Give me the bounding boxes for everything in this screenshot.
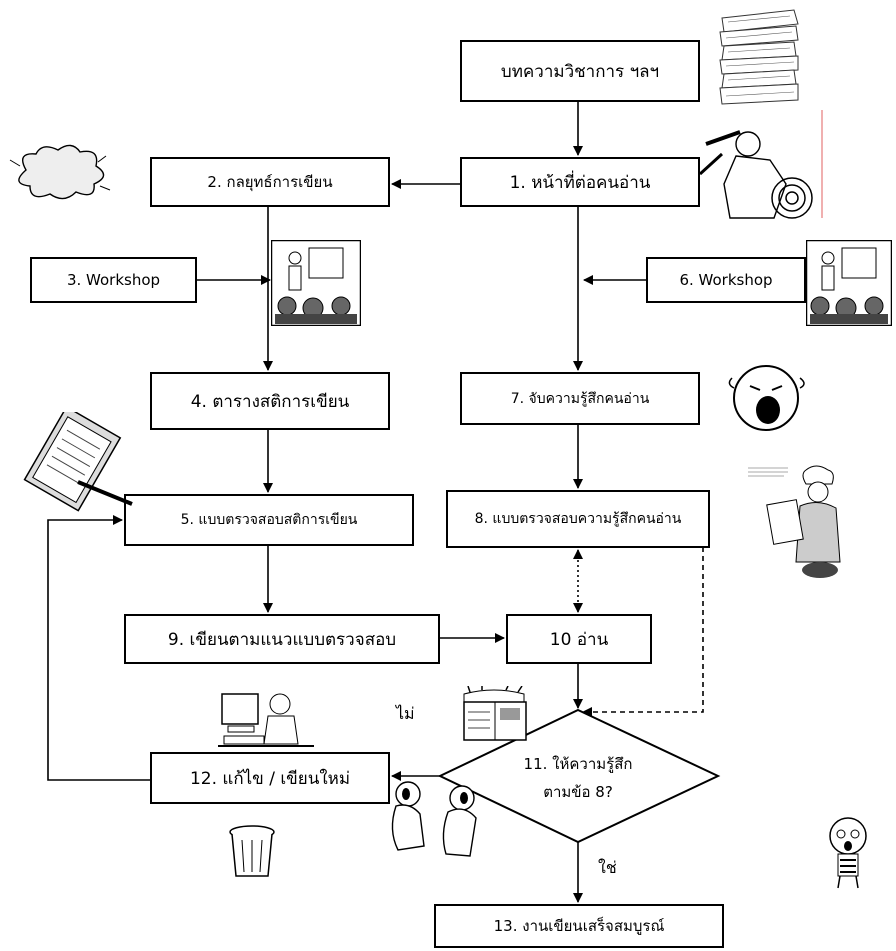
decision-label-line1: 11. ให้ความรู้สึก (523, 755, 633, 773)
step-12-node: 12. แก้ไข / เขียนใหม่ (150, 752, 390, 804)
chef-clipboard-icon (748, 465, 841, 578)
fighting-figures-icon (391, 781, 477, 857)
step-3-node: 3. Workshop (30, 257, 197, 303)
shooter-target-icon (700, 130, 813, 219)
step-10-node: 10 อ่าน (506, 614, 652, 664)
crying-face-icon (728, 365, 805, 431)
step-13-node: 13. งานเขียนเสร็จสมบูรณ์ (434, 904, 724, 948)
presentation-icon (271, 240, 361, 326)
no-branch-label: ไม่ (396, 704, 415, 723)
paper-stack-icon (719, 9, 799, 105)
yes-branch-label: ใช่ (598, 858, 617, 877)
step-9-node: 9. เขียนตามแนวแบบตรวจสอบ (124, 614, 440, 664)
reader-newspaper-icon (463, 686, 527, 741)
computer-user-icon (218, 693, 314, 747)
clipboard-checklist-icon (23, 412, 133, 512)
decision-diamond (437, 708, 721, 844)
step-5-node: 5. แบบตรวจสอบสติการเขียน (124, 494, 414, 546)
decision-label-line2: ตามข้อ 8? (543, 783, 613, 801)
explosion-icon (9, 144, 111, 200)
trash-bin-icon (229, 825, 275, 877)
step-1-node: 1. หน้าที่ต่อคนอ่าน (460, 157, 700, 207)
shocked-boy-icon (829, 817, 867, 889)
step-7-node: 7. จับความรู้สึกคนอ่าน (460, 372, 700, 425)
step-2-node: 2. กลยุทธ์การเขียน (150, 157, 390, 207)
step-4-node: 4. ตารางสติการเขียน (150, 372, 390, 430)
step-8-node: 8. แบบตรวจสอบความรู้สึกคนอ่าน (446, 490, 710, 548)
presentation-icon (806, 240, 892, 326)
source-node: บทความวิชาการ ฯลฯ (460, 40, 700, 102)
step-6-node: 6. Workshop (646, 257, 806, 303)
